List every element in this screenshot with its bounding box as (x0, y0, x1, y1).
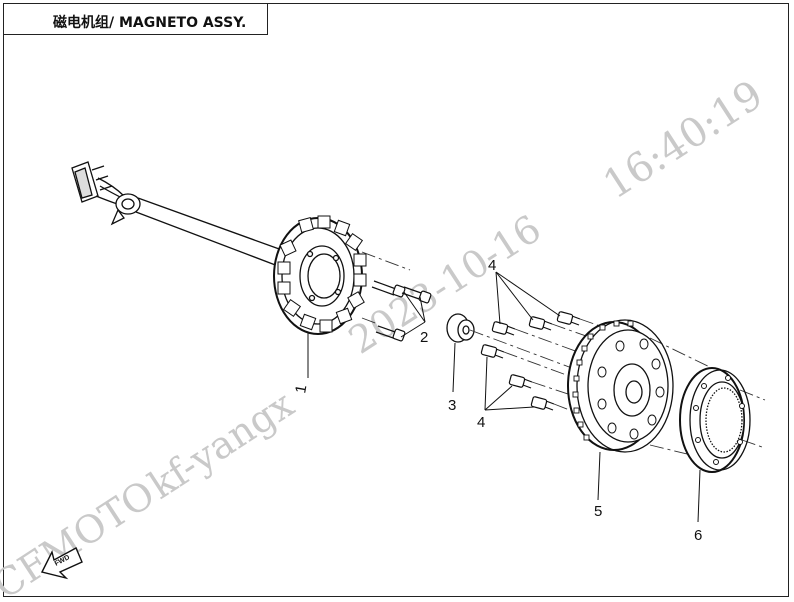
bolt-4f (530, 396, 555, 411)
leader-lines (307, 271, 701, 523)
callout-5: 5 (594, 503, 602, 520)
bolt-4e (508, 374, 533, 389)
drawing-frame (3, 3, 789, 597)
harness-connector (71, 161, 113, 203)
bolt-4c (556, 311, 581, 326)
stator-bolts (371, 280, 432, 342)
harness-cable (135, 197, 283, 267)
title-block: 磁电机组/ MAGNETO ASSY. (3, 3, 268, 35)
bolt-4a (491, 321, 516, 336)
callout-labels: 1 2 3 4 4 5 6 (292, 257, 702, 544)
watermark-date: 2023-10-16 (341, 206, 549, 362)
bolt-4b (528, 316, 553, 331)
callout-4-top: 4 (488, 257, 496, 274)
flywheel-rotor (567, 319, 674, 453)
bolt-2c (375, 325, 406, 342)
bolt-4d (480, 344, 505, 359)
callout-3: 3 (448, 397, 456, 414)
callout-4-bottom: 4 (477, 414, 485, 431)
harness-grommet (110, 193, 141, 226)
stator-core (273, 215, 367, 335)
bolt-2a (371, 280, 406, 298)
fwd-arrow-icon: FWD (40, 547, 83, 580)
watermark-brand: CFMOTO (0, 472, 163, 602)
watermark-time: 16:40:19 (595, 72, 771, 208)
watermark-layer: 2023-10-16 16:40:19 kf-yangx CFMOTO (0, 72, 771, 602)
flywheel-washer (446, 313, 475, 343)
flywheel-bolts (480, 311, 581, 411)
page-title: 磁电机组/ MAGNETO ASSY. (53, 15, 247, 31)
callout-1: 1 (292, 384, 310, 395)
stator-assembly (71, 161, 367, 335)
callout-2: 2 (420, 329, 428, 346)
starter-clutch-ring (679, 367, 751, 473)
watermark-user: kf-yangx (141, 382, 302, 508)
callout-6: 6 (694, 527, 702, 544)
